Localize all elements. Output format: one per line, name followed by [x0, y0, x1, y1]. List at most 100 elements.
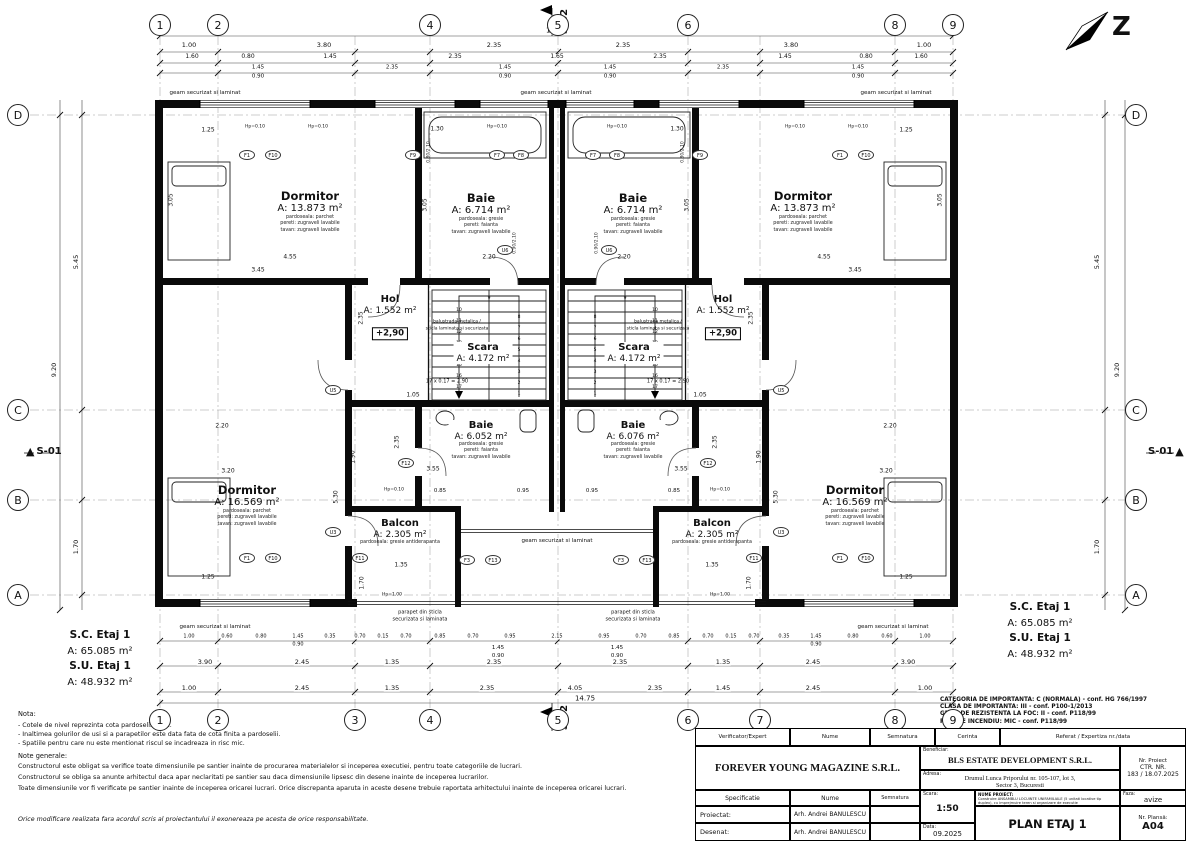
- svg-text:9: 9: [624, 295, 627, 301]
- tb-adresa: Adresa: Drumul Lunca Priporului nr. 105-…: [920, 770, 1120, 790]
- plan-label: 3.55: [674, 465, 688, 473]
- room-finish: pardoseala: gresie antiderapanta: [672, 539, 752, 545]
- plan-label: geam securizat si laminat: [520, 89, 592, 96]
- grid-bubble-6: 6: [677, 14, 699, 36]
- tb-text: Referat / Expertiza nr./data: [1055, 734, 1131, 740]
- sheet-title: PLAN ETAJ 1: [1008, 816, 1087, 831]
- su-label: S.U. Etaj 1: [1009, 631, 1071, 644]
- grid-bubble-2: 2: [207, 14, 229, 36]
- dim-label: 1.45: [714, 683, 732, 692]
- room-area: A: 6.714 m²: [451, 205, 511, 217]
- room-area: A: 2.305 m²: [685, 529, 739, 540]
- plan-label: balustrada metalica /: [433, 319, 481, 325]
- tag-F1: F1: [832, 150, 848, 160]
- tag-U6: U6: [601, 245, 617, 255]
- plan-label: 0.90/2.10: [594, 232, 600, 254]
- note-line: Toate dimensiunile vor fi verificate pe …: [18, 784, 627, 792]
- plan-label: 2.35: [711, 435, 719, 449]
- room-name: Balcon: [381, 518, 419, 529]
- dim-label: 2.45: [293, 657, 311, 666]
- nr-plansa-label: Nr. Plansă:: [1138, 815, 1168, 821]
- dim-label: 1.00: [180, 683, 198, 692]
- tb-nr-plansa: Nr. Plansă: A04: [1120, 806, 1186, 841]
- tb-plansa-title: PLAN ETAJ 1: [975, 806, 1120, 841]
- tb-beneficiar: Beneficiar: BLS ESTATE DEVELOPMENT S.R.L…: [920, 746, 1120, 770]
- su-area: A: 48.932 m²: [67, 676, 133, 688]
- room-name: Baie: [466, 191, 496, 205]
- grid-bubble-6: 6: [677, 709, 699, 731]
- grid-bubble-D: D: [1125, 104, 1147, 126]
- tag-F10: F10: [265, 553, 281, 563]
- dim-label: 3.80: [315, 40, 333, 49]
- dim-label: 1.45: [322, 53, 338, 60]
- dim-label: 0.35: [777, 633, 791, 640]
- plan-label: 0.80/2.10: [680, 141, 686, 163]
- tb-text: Specificatie: [725, 794, 760, 802]
- sc-label: S.C. Etaj 1: [1009, 601, 1071, 613]
- tb-semnatura2: Semnatura: [870, 790, 920, 806]
- grid-lines: [30, 36, 1125, 710]
- tb-header-semnatura: Semnatura: [870, 728, 935, 746]
- grid-bubble-B: B: [1125, 489, 1147, 511]
- tb-proiectat-label: Proiectat:: [695, 806, 790, 823]
- plan-label: 1.90: [755, 450, 763, 464]
- dim-label: 0.70: [747, 633, 761, 640]
- compliance-line: CATEGORIA DE IMPORTANTA: C (NORMALA) - c…: [940, 697, 1148, 703]
- plan-label: balustrada metalica /: [634, 319, 682, 325]
- dim-label: 0.35: [323, 633, 337, 640]
- tag-F13: F13: [639, 555, 655, 565]
- windows-layer: [199, 100, 915, 607]
- plan-label: Hp=0.10: [383, 487, 405, 493]
- tb-desenat-semnatura: [870, 823, 920, 841]
- room-finish: tavan: zugraveli lavabile: [603, 229, 663, 235]
- room-area: A: 13.873 m²: [277, 203, 343, 215]
- beneficiar-value: BLS ESTATE DEVELOPMENT S.R.L.: [947, 755, 1093, 765]
- room-name: Baie: [618, 191, 648, 205]
- tag-F3: F3: [459, 555, 475, 565]
- tag-F8: F8: [609, 150, 625, 160]
- architect-name: Arh. Andrei BANULESCU: [793, 828, 867, 836]
- plan-label: 1.70: [745, 576, 753, 590]
- plan-label: Hp=0.10: [486, 124, 508, 130]
- plan-label: parapet din sticla: [611, 609, 655, 616]
- plan-label: 1.30: [430, 125, 444, 133]
- room-area: A: 13.873 m²: [770, 203, 836, 215]
- tag-F1: F1: [832, 553, 848, 563]
- dim-label: 0.90: [850, 73, 866, 80]
- plan-label: Hp=0.10: [307, 124, 329, 130]
- dim-label: 0.80: [858, 53, 874, 60]
- room-name: Scara: [618, 342, 650, 353]
- adresa-line2: Sector 3, Bucuresti: [995, 782, 1045, 789]
- plan-label: Hp=0.10: [847, 124, 869, 130]
- tb-desenat-value: Arh. Andrei BANULESCU: [790, 823, 870, 841]
- tag-F13: F13: [485, 555, 501, 565]
- dim-label: 0.90: [809, 641, 823, 648]
- plan-label: 1.05: [406, 391, 420, 399]
- plan-label: 3.05: [421, 198, 429, 212]
- dim-label: 0.80: [846, 633, 860, 640]
- dim-label: 0.85: [667, 633, 681, 640]
- tag-F3: F3: [613, 555, 629, 565]
- dim-label: 5.45: [71, 253, 80, 271]
- dim-label: 2.35: [611, 657, 629, 666]
- plan-label: 2.20: [617, 253, 631, 261]
- plan-label: 4.55: [817, 253, 831, 261]
- tag-F7: F7: [585, 150, 601, 160]
- plan-label: 1.45: [610, 644, 624, 651]
- plan-label: 3.20: [879, 467, 893, 475]
- room-finish: pardoseala: gresie: [458, 216, 504, 222]
- notes-block: Nota: - Cotele de nivel reprezinta cota …: [18, 710, 718, 824]
- dim-label: 2.35: [652, 53, 668, 60]
- tb-header-referat: Referat / Expertiza nr./data: [1000, 728, 1186, 746]
- room-finish: pereti: zugraveli lavabile: [217, 515, 277, 521]
- dim-label: 1.65: [549, 53, 565, 60]
- room-finish: tavan: zugraveli lavabile: [451, 454, 511, 460]
- tag-U3: U3: [325, 527, 341, 537]
- room-name: Dormitor: [280, 189, 340, 203]
- plan-label: 4.55: [283, 253, 297, 261]
- room-area: A: 16.569 m²: [214, 497, 280, 509]
